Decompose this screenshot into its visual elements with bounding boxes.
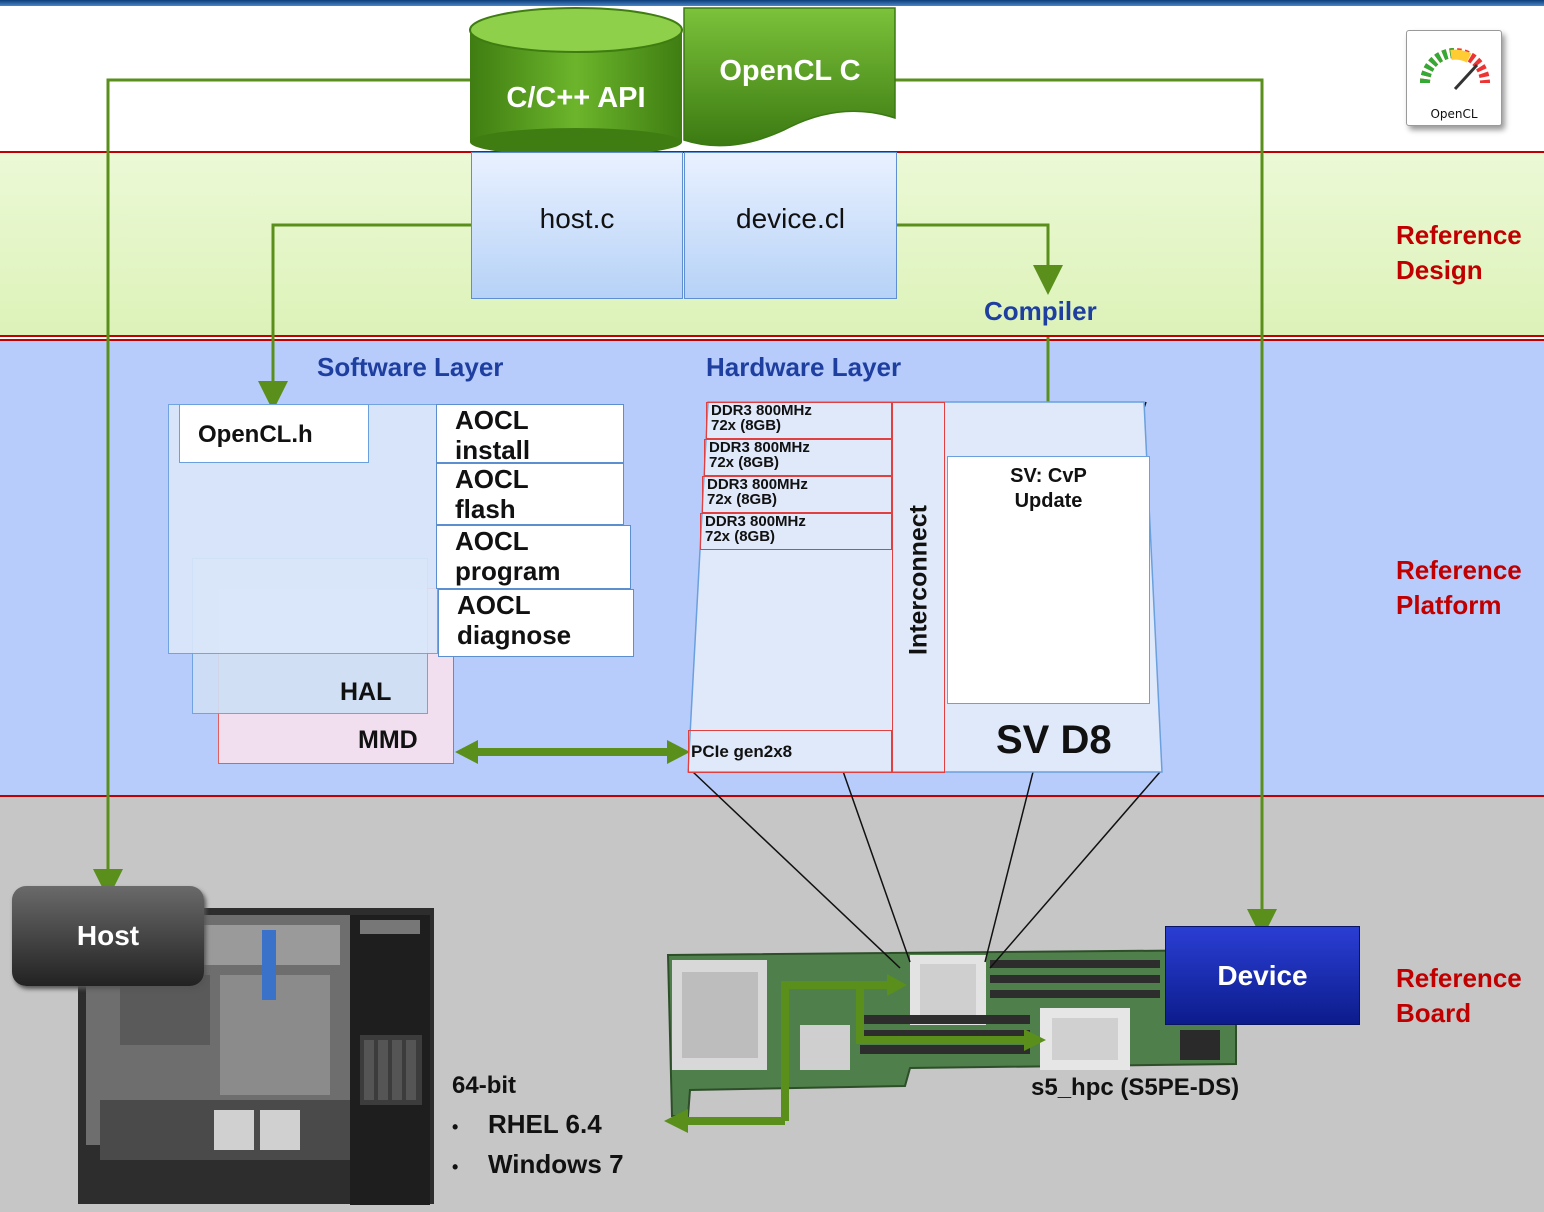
aocl-flash-line1: AOCL xyxy=(455,464,529,494)
sv-d8-label: SV D8 xyxy=(996,718,1112,762)
mmd-pcie-arrow xyxy=(455,740,690,764)
ddr-1-line1: DDR3 800MHz xyxy=(711,402,812,419)
ddr-2-line2: 72x (8GB) xyxy=(709,454,780,471)
tier-reference-board: Reference Board xyxy=(1396,961,1522,1031)
ddr-1-line2: 72x (8GB) xyxy=(711,417,782,434)
host-c-file: host.c xyxy=(471,152,683,299)
opencl-logo-text: OpenCL xyxy=(1430,107,1478,121)
aocl-flash-line2: flash xyxy=(455,494,516,524)
divider-platform-bottom xyxy=(0,339,1544,341)
os-item-rhel: • RHEL 6.4 xyxy=(452,1106,624,1146)
os-item-rhel-text: RHEL 6.4 xyxy=(488,1109,602,1139)
tier-reference-design: Reference Design xyxy=(1396,218,1522,288)
sv-cvp-line2: Update xyxy=(1014,490,1083,512)
host-c-label: host.c xyxy=(539,203,615,234)
aocl-install: AOCL install xyxy=(436,404,624,465)
os-item-windows-text: Windows 7 xyxy=(488,1149,624,1179)
host-server-image xyxy=(78,908,434,1205)
aocl-flash: AOCL flash xyxy=(436,463,624,525)
ddr-4-line2: 72x (8GB) xyxy=(705,528,776,545)
ddr-block-4: DDR3 800MHz 72x (8GB) xyxy=(700,513,892,550)
ddr-block-3: DDR3 800MHz 72x (8GB) xyxy=(702,476,892,513)
pcie-label: PCIe gen2x8 xyxy=(691,742,793,761)
openclh-box xyxy=(179,404,369,463)
software-layer-title: Software Layer xyxy=(317,352,504,382)
os-list: • RHEL 6.4 • Windows 7 xyxy=(452,1106,624,1186)
host-block: Host xyxy=(12,886,204,986)
tier-platform-line2: Platform xyxy=(1396,590,1502,620)
tier-board-line2: Board xyxy=(1396,998,1472,1028)
divider-board xyxy=(0,795,1544,797)
ddr-3-line2: 72x (8GB) xyxy=(707,491,778,508)
tier-platform-line1: Reference xyxy=(1396,555,1522,585)
tier-board-line1: Reference xyxy=(1396,963,1522,993)
aocl-diagnose-line2: diagnose xyxy=(457,620,572,650)
tier-reference-platform: Reference Platform xyxy=(1396,553,1522,623)
ddr-stack: DDR3 800MHz 72x (8GB) DDR3 800MHz 72x (8… xyxy=(690,402,900,552)
aocl-program: AOCL program xyxy=(436,525,631,589)
hal-label: HAL xyxy=(340,678,392,706)
board-name-label: s5_hpc (S5PE-DS) xyxy=(1031,1074,1240,1101)
os-item-windows: • Windows 7 xyxy=(452,1146,624,1186)
opencl-logo: OpenCL xyxy=(1406,30,1502,126)
ddr-4-line1: DDR3 800MHz xyxy=(705,513,806,530)
cpp-api-label: C/C++ API xyxy=(506,82,646,114)
ddr-block-1: DDR3 800MHz 72x (8GB) xyxy=(706,402,892,439)
aocl-diagnose-line1: AOCL xyxy=(457,590,531,620)
aocl-program-line2: program xyxy=(455,556,561,586)
compiler-label: Compiler xyxy=(984,296,1097,326)
device-block: Device xyxy=(1165,926,1360,1025)
cpp-api-cylinder xyxy=(469,7,683,156)
tier-design-line1: Reference xyxy=(1396,220,1522,250)
ddr-3-line1: DDR3 800MHz xyxy=(707,476,808,493)
opencl-c-document xyxy=(683,7,896,147)
tier-design-line2: Design xyxy=(1396,255,1483,285)
board-data-path xyxy=(684,981,1030,1125)
pcie-box xyxy=(688,730,892,773)
aocl-install-line1: AOCL xyxy=(455,405,529,435)
opencl-c-label: OpenCL C xyxy=(719,55,861,87)
os-title: 64-bit xyxy=(452,1072,517,1099)
device-cl-label: device.cl xyxy=(736,203,845,234)
hardware-layer-title: Hardware Layer xyxy=(706,352,902,382)
board-data-arrowheads xyxy=(664,974,1046,1133)
device-cl-file: device.cl xyxy=(684,152,897,299)
top-edge-strip xyxy=(0,0,1544,6)
divider-platform-top xyxy=(0,335,1544,337)
board-image xyxy=(666,948,1237,1117)
mmd-label: MMD xyxy=(358,726,418,754)
aocl-program-line1: AOCL xyxy=(455,526,529,556)
sv-cvp-line1: SV: CvP xyxy=(1010,465,1087,487)
sv-cvp-box xyxy=(947,456,1150,704)
ddr-2-line1: DDR3 800MHz xyxy=(709,439,810,456)
sv-cvp-label: SV: CvP Update xyxy=(947,464,1150,514)
aocl-diagnose: AOCL diagnose xyxy=(438,589,634,657)
openclh-label: OpenCL.h xyxy=(198,421,313,448)
interconnect-box xyxy=(892,402,945,773)
ddr-block-2: DDR3 800MHz 72x (8GB) xyxy=(704,439,892,476)
green-connectors xyxy=(93,78,1277,939)
interconnect-label: Interconnect xyxy=(904,504,933,656)
divider-platform-gap xyxy=(0,337,1544,339)
aocl-install-line2: install xyxy=(455,435,531,465)
bullet-icon: • xyxy=(452,1117,459,1137)
bullet-icon: • xyxy=(452,1157,459,1177)
opencl-gauge-icon xyxy=(1420,48,1490,91)
